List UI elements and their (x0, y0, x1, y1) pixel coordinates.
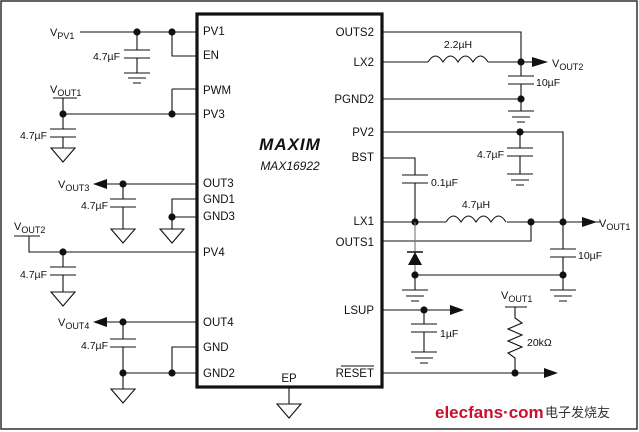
inductor-l1 (445, 215, 507, 224)
cap-lsup (411, 310, 437, 364)
wire-outs1 (382, 222, 532, 242)
ic-part-number: MAX16922 (260, 159, 320, 173)
net-vout4: VOUT4 (58, 317, 89, 331)
val-c-pv1: 4.7µF (93, 51, 120, 63)
val-c-pv2: 4.7µF (477, 149, 504, 161)
gnd-diode (402, 274, 563, 302)
pin-ep: EP (281, 373, 297, 385)
val-c-out1: 10µF (578, 250, 602, 262)
pin-pwm: PWM (203, 85, 231, 97)
val-c-lsup: 1µF (440, 328, 458, 340)
net-vout2-a: VOUT2 (14, 221, 45, 235)
cap-out4 (109, 322, 197, 404)
pin-pv2: PV2 (352, 127, 374, 139)
pin-bst: BST (352, 152, 374, 164)
pin-lx2: LX2 (354, 57, 374, 69)
val-c-out4: 4.7µF (81, 340, 108, 352)
arrow-lsup (450, 305, 464, 315)
pin-pv1: PV1 (203, 26, 225, 38)
net-vout2-b: VOUT2 (552, 58, 583, 72)
pin-outs2: OUTS2 (336, 27, 374, 39)
pin-gnd: GND (203, 342, 229, 354)
cap-out3 (109, 184, 137, 244)
val-c-out2: 10µF (536, 77, 560, 89)
wire-pv2 (382, 131, 564, 222)
cap-pv1 (124, 32, 150, 84)
pin-outs1: OUTS1 (336, 237, 374, 249)
val-l1: 4.7µH (462, 199, 490, 211)
pin-out3: OUT3 (203, 178, 234, 190)
pin-gnd3: GND3 (203, 211, 235, 223)
cap-out1 (550, 222, 576, 302)
pin-lsup: LSUP (344, 305, 374, 317)
resistor-reset (505, 306, 527, 373)
net-vout3: VOUT3 (58, 179, 89, 193)
wire-pgnd2 (382, 98, 534, 123)
inductor-l2 (427, 55, 489, 64)
val-l2: 2.2µH (444, 39, 472, 51)
pin-out4: OUT4 (203, 317, 234, 329)
net-vout1-c: VOUT1 (501, 290, 532, 304)
pin-pv4: PV4 (203, 247, 225, 259)
cap-pv2 (507, 132, 533, 186)
val-c-pv4: 4.7µF (20, 269, 47, 281)
gnd-ep (275, 387, 303, 419)
wire-outs2 (382, 31, 522, 62)
arrow-vout1 (582, 217, 597, 227)
cap-pv4 (49, 252, 77, 307)
right-pins: OUTS2 LX2 PGND2 PV2 BST LX1 OUTS1 LSUP R… (334, 27, 374, 380)
val-c-bst: 0.1µF (431, 177, 458, 189)
arrow-vout2 (532, 57, 548, 67)
pin-pv3: PV3 (203, 109, 225, 121)
watermark-cn: 电子发烧友 (545, 405, 610, 421)
pin-lx1: LX1 (354, 216, 374, 228)
val-r-reset: 20kΩ (527, 337, 552, 349)
diode (408, 252, 422, 265)
ic-brand: MAXIM (259, 135, 321, 154)
watermark-site: elecfans·com (435, 403, 544, 422)
arrow-vout4 (93, 317, 107, 327)
pin-pgnd2: PGND2 (334, 94, 374, 106)
pin-reset: RESET (336, 368, 374, 380)
wire-pv4 (14, 235, 197, 253)
pin-en: EN (203, 50, 219, 62)
cap-pv3 (49, 114, 77, 163)
gnd-gnd1-gnd3 (158, 198, 197, 244)
pin-gnd2: GND2 (203, 368, 235, 380)
arrow-reset (544, 368, 558, 378)
arrow-vout3 (93, 179, 107, 189)
net-vout1-b: VOUT1 (599, 218, 630, 232)
pin-gnd1: GND1 (203, 194, 235, 206)
cap-bst (382, 157, 428, 222)
val-c-out3: 4.7µF (81, 200, 108, 212)
left-pins: PV1 EN PWM PV3 OUT3 GND1 GND3 PV4 OUT4 G… (203, 26, 235, 380)
net-vout1-a: VOUT1 (50, 84, 81, 98)
cap-out2 (508, 62, 534, 99)
net-vpv1: VPV1 (50, 27, 74, 41)
val-c-pv3: 4.7µF (20, 130, 47, 142)
